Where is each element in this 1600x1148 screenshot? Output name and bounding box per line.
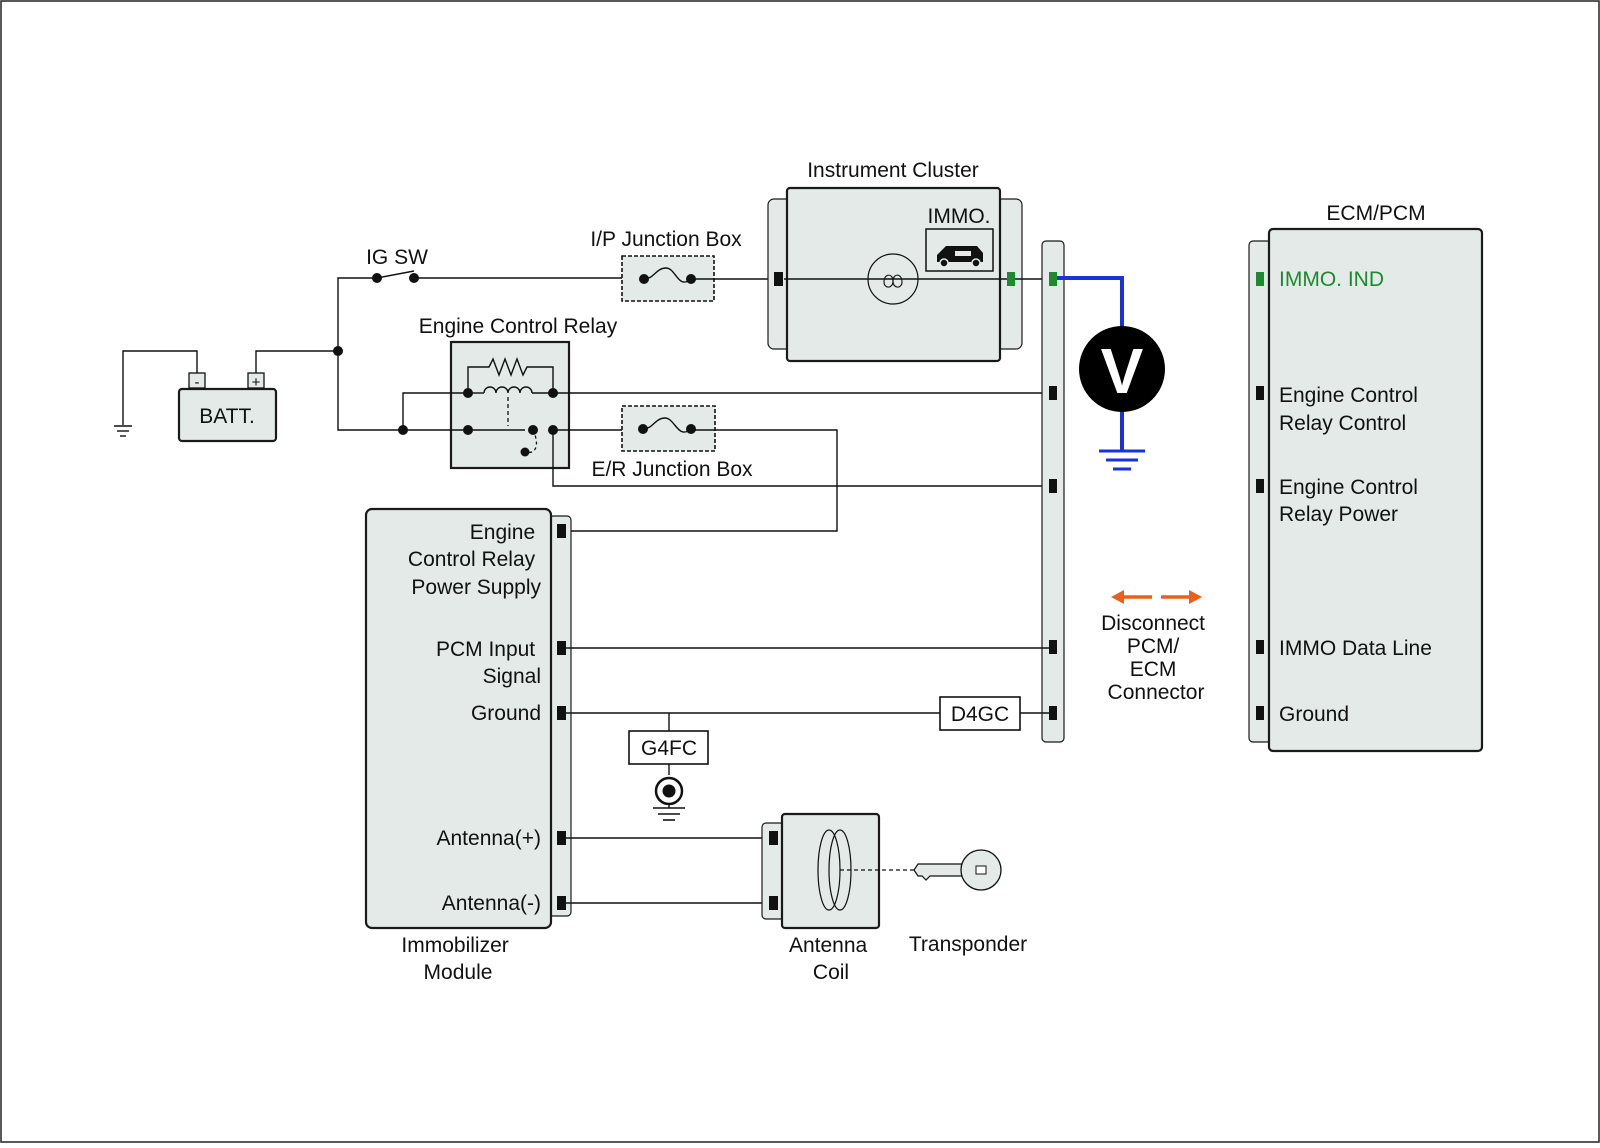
battery: - + BATT. (122, 350, 338, 443)
ecm-pin-relay-control: Engine Control Relay Control (1279, 384, 1424, 435)
battery-minus-label: - (195, 374, 200, 391)
d4gc-box: D4GC (939, 696, 1021, 731)
ground-icon (114, 425, 132, 437)
chassis-ground-icon (1099, 449, 1145, 471)
cluster-immo-pin (1007, 272, 1015, 286)
ecm-pin-immo-ind: IMMO. IND (1279, 268, 1384, 291)
disconnect-label: Disconnect PCM/ ECM Connector (1101, 612, 1211, 704)
connector-immo-pin (1049, 272, 1057, 286)
instrument-cluster: Instrument Cluster IMMO. (767, 159, 1023, 363)
car-key-icon (925, 228, 994, 272)
ecm-pin (1256, 640, 1264, 654)
g4fc-label: G4FC (641, 737, 697, 760)
ip-junction-box: I/P Junction Box (590, 228, 742, 302)
antenna-coil-label: Antenna Coil (789, 934, 873, 984)
voltmeter: V (1057, 276, 1165, 471)
ecm-immo-pin (1256, 272, 1264, 286)
ecm-pin (1256, 706, 1264, 720)
immo-label: IMMO. (928, 205, 991, 228)
transponder-label: Transponder (909, 933, 1027, 956)
immobilizer-pin-antenna-minus: Antenna(-) (442, 892, 541, 915)
immobilizer-pin (557, 641, 566, 655)
connector-pin (1049, 640, 1057, 654)
ecm-pin-immo-data-line: IMMO Data Line (1279, 637, 1432, 660)
engine-control-relay: Engine Control Relay (419, 315, 618, 470)
ig-sw-label: IG SW (366, 246, 428, 269)
ecm-pin (1256, 386, 1264, 400)
immobilizer-pin (557, 706, 566, 720)
g4fc-box: G4FC (628, 730, 709, 765)
connector-pin (1049, 479, 1057, 493)
er-junction-box: E/R Junction Box (591, 405, 753, 481)
ecm-pcm: ECM/PCM IMMO. IND Engine Control Relay C… (1248, 202, 1484, 753)
measured-wire (1057, 276, 1124, 330)
voltmeter-label: V (1101, 335, 1144, 407)
ig-switch-contact (372, 273, 382, 283)
ecm-pin (1256, 479, 1264, 493)
key-icon (913, 849, 1002, 891)
er-to-immobilizer-wire (568, 429, 838, 532)
battery-label: BATT. (199, 405, 255, 428)
engine-control-relay-label: Engine Control Relay (419, 315, 618, 338)
er-junction-box-label: E/R Junction Box (591, 458, 753, 481)
immobilizer-pin (557, 896, 566, 910)
disconnect-indicator: Disconnect PCM/ ECM Connector (1101, 590, 1211, 704)
d4gc-label: D4GC (951, 703, 1009, 726)
relay-power-wire (552, 430, 1047, 487)
connector-pin (1049, 706, 1057, 720)
immobilizer-pin (557, 524, 566, 538)
cluster-pin (774, 272, 783, 286)
immobilizer-pin-ground: Ground (471, 702, 541, 725)
chassis-ground-icon (653, 776, 685, 821)
ecm-pin-ground: Ground (1279, 703, 1349, 726)
ecm-pcm-label: ECM/PCM (1326, 202, 1425, 225)
connector-pin (1049, 386, 1057, 400)
immobilizer-module-label: Immobilizer Module (401, 934, 514, 984)
instrument-cluster-label: Instrument Cluster (807, 159, 979, 182)
immobilizer-module: Engine Control Relay Power Supply PCM In… (364, 507, 572, 984)
indicator-lamp-icon (867, 253, 919, 305)
immobilizer-pin (557, 831, 566, 845)
immobilizer-pin-relay-power-supply: Engine Control Relay Power Supply (408, 521, 542, 599)
batt-to-relay-wire (337, 351, 403, 431)
immobilizer-pin-pcm-input-signal: PCM Input Signal (436, 638, 541, 688)
antenna-coil: Antenna Coil (761, 812, 881, 984)
ip-junction-box-label: I/P Junction Box (590, 228, 742, 251)
fuse-symbol (643, 267, 692, 283)
immobilizer-pin-antenna-plus: Antenna(+) (437, 827, 542, 850)
battery-plus-label: + (252, 374, 261, 391)
ig-feed-wire (337, 277, 377, 351)
ig-switch-blade (376, 270, 415, 279)
ecm-pin-relay-power: Engine Control Relay Power (1279, 476, 1424, 526)
